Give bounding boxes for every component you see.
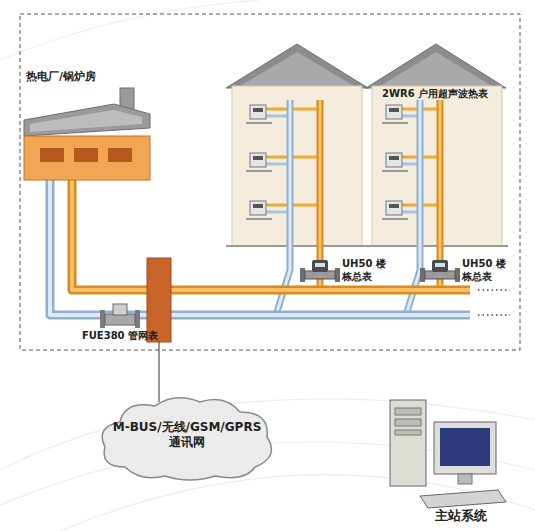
meter-display <box>253 204 263 208</box>
node-icon <box>300 260 340 282</box>
return-branch <box>266 115 290 118</box>
return-riser <box>406 100 420 315</box>
meter-shelf <box>246 218 272 220</box>
return-riser <box>276 100 290 315</box>
plant-window <box>108 148 132 162</box>
meter-display <box>253 156 263 160</box>
monitor-screen <box>440 428 490 466</box>
node-icon <box>380 392 515 512</box>
building-meter: UH50 楼栋总表 <box>300 258 394 288</box>
plant-window <box>74 148 98 162</box>
plant-roof <box>24 104 150 136</box>
meter-shelf <box>246 170 272 172</box>
meter-body <box>425 271 455 279</box>
building-roof <box>366 44 506 88</box>
network-meter: FUE380 管网表 <box>70 300 170 348</box>
return-riser <box>406 100 420 315</box>
return-main-pipe <box>50 180 470 315</box>
meter-flange <box>420 268 425 282</box>
node-icon <box>22 84 152 180</box>
meter-display <box>389 204 399 208</box>
meter-head <box>312 260 328 272</box>
meter-flange <box>100 310 105 328</box>
network-cloud-node: M-BUS/无线/GSM/GPRS 通讯网 <box>95 392 280 484</box>
return-branch <box>266 163 290 166</box>
meter-flange <box>335 268 340 282</box>
meter-flange <box>135 310 140 328</box>
network-cloud <box>102 398 271 480</box>
node-icon <box>420 260 460 282</box>
heat-plant: 热电厂/锅炉房 <box>22 70 152 180</box>
node-label: FUE380 管网表 <box>70 330 170 343</box>
communication-line <box>159 342 160 402</box>
node-icon <box>100 304 140 328</box>
monitor-stand <box>458 474 472 484</box>
meter-flange <box>455 268 460 282</box>
building-body <box>232 86 362 246</box>
return-branch <box>266 211 290 214</box>
node-label: M-BUS/无线/GSM/GPRS 通讯网 <box>112 420 262 450</box>
meter-display <box>389 156 399 160</box>
plant-body <box>24 136 150 180</box>
meter-flange <box>300 268 305 282</box>
node-label: 主站系统 <box>435 508 513 524</box>
drive-bay <box>395 419 421 426</box>
meter-display <box>315 263 325 267</box>
meter-head <box>432 260 448 272</box>
meter-body <box>105 314 135 325</box>
annotation-label: 2WR6 户用超声波热表 <box>382 88 507 101</box>
drive-bay <box>395 408 421 415</box>
node-label: UH50 楼栋总表 <box>342 258 394 283</box>
meter-body <box>305 271 335 279</box>
background-arc <box>0 0 260 60</box>
monitor <box>434 422 496 474</box>
data-concentrator <box>147 258 171 342</box>
background-arc <box>60 475 535 531</box>
meter-display <box>435 263 445 267</box>
meter-shelf <box>382 218 408 220</box>
meter-shelf <box>382 122 408 124</box>
apartment-meter <box>250 153 266 167</box>
system-boundary <box>20 14 520 350</box>
supply-main-pipe <box>72 180 470 290</box>
keyboard <box>420 490 506 508</box>
building-roof <box>240 52 354 86</box>
node-label: 热电厂/锅炉房 <box>26 70 150 84</box>
ground-line <box>226 245 508 247</box>
meter-display <box>253 108 263 112</box>
apartment-meter <box>250 201 266 215</box>
building-roof <box>226 44 368 88</box>
plant-roof <box>30 110 142 132</box>
return-riser <box>276 100 290 315</box>
apartment-meter <box>250 105 266 119</box>
continuation-dots <box>478 289 510 291</box>
return-main-pipe <box>50 180 470 315</box>
meter-shelf <box>246 122 272 124</box>
apartment-meter <box>386 105 402 119</box>
apartment-meter <box>386 201 402 215</box>
supply-main-pipe <box>72 180 470 290</box>
apartment-meter <box>386 153 402 167</box>
building-roof <box>380 52 492 86</box>
meter-shelf <box>382 170 408 172</box>
plant-window <box>40 148 64 162</box>
meter-head <box>113 304 127 315</box>
computer-tower <box>390 400 426 486</box>
master-station: 主站系统 <box>380 392 515 527</box>
building-meter: UH50 楼栋总表 <box>420 258 514 288</box>
node-label: UH50 楼栋总表 <box>462 258 514 283</box>
continuation-dots <box>478 314 510 316</box>
drive-bay <box>395 430 421 435</box>
meter-display <box>389 108 399 112</box>
